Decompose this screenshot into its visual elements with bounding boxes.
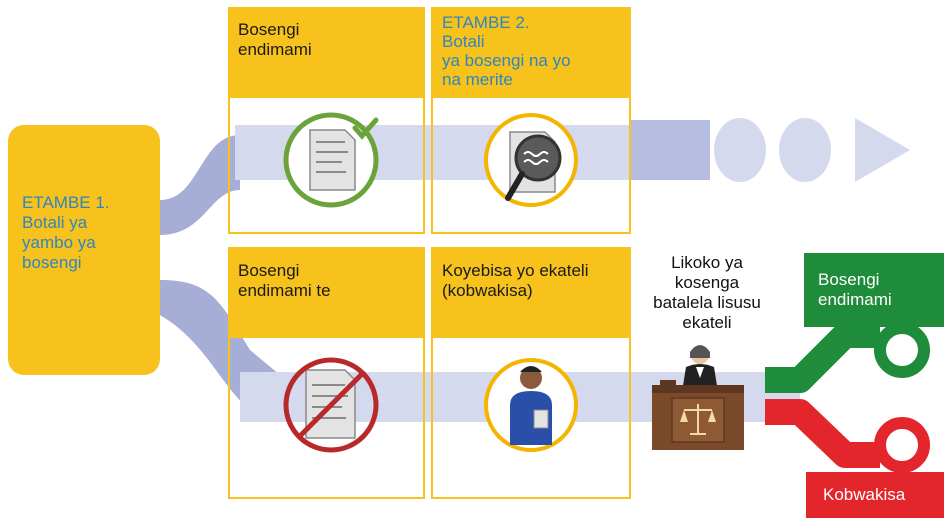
panel-accepted-header (229, 8, 424, 98)
rejected-outcome-label: Kobwakisa (823, 485, 906, 504)
upper-flow-extension (630, 120, 710, 180)
arrow-circle-2 (779, 118, 831, 182)
magnifier-document-icon (484, 113, 578, 207)
red-branch-node (874, 417, 930, 473)
panel-accepted (228, 7, 425, 234)
accepted-outcome-label: Bosengi endimami (818, 270, 892, 309)
rejected-outcome-box (806, 472, 944, 518)
document-prohibited-icon (283, 357, 379, 453)
green-branch (765, 322, 880, 393)
panel-stage2-header (432, 8, 630, 98)
outcome-branches (765, 253, 944, 518)
green-branch-node (874, 322, 930, 378)
panel-accepted-title: Bosengi endimami (238, 20, 312, 59)
court-caption: Likoko ya kosenga batalela lisusu ekatel… (653, 253, 761, 332)
panel-rejected-title: Bosengi endimami te (238, 261, 331, 300)
continuation-arrows (714, 118, 910, 182)
stage1-title: ETAMBE 1. Botali ya yambo ya bosengi (22, 193, 110, 272)
panel-stage2 (431, 7, 631, 234)
panel-rejected-header (229, 248, 424, 338)
red-branch (765, 399, 880, 468)
judge-icon (652, 345, 744, 450)
panel-rejected (228, 247, 425, 499)
upper-flow-connector (160, 135, 240, 235)
arrow-circle-1 (714, 118, 766, 182)
panel-appeal-title: Koyebisa yo ekateli (kobwakisa) (442, 261, 589, 300)
panel-appeal (431, 247, 631, 499)
panel-stage2-title: ETAMBE 2. Botali ya bosengi na yo na mer… (442, 13, 571, 89)
document-check-icon (283, 112, 379, 208)
panel-appeal-header (432, 248, 630, 338)
arrow-triangle (855, 118, 910, 182)
stage1-block (8, 125, 160, 375)
accepted-outcome-box (804, 253, 944, 327)
person-icon (484, 358, 578, 452)
